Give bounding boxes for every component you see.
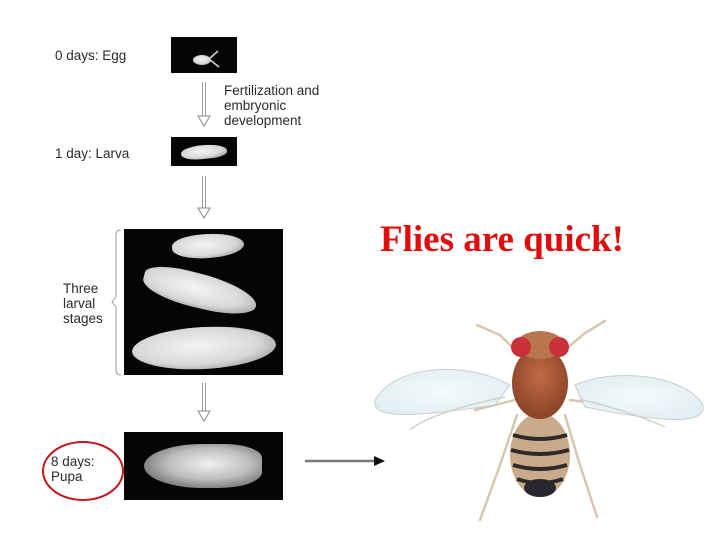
transition-note-line: development — [224, 113, 302, 128]
down-arrow-icon — [197, 383, 211, 422]
egg-shape — [193, 55, 211, 65]
bracket-icon — [111, 229, 122, 376]
adult-fruit-fly-photo — [374, 319, 704, 522]
stage-label-line: larval — [63, 296, 96, 311]
pupa-shape — [144, 444, 262, 488]
stage-label-larva: 1 day: Larva — [55, 146, 130, 161]
stage-label-line: 8 days: — [51, 454, 95, 469]
right-arrow-icon — [305, 456, 385, 466]
headline: Flies are quick! — [380, 219, 624, 260]
transition-note-line: Fertilization and — [224, 83, 320, 98]
transition-note: Fertilization and embryonic development — [224, 83, 319, 128]
pupa-photo — [124, 432, 283, 500]
down-arrow-icon — [197, 176, 211, 219]
egg-filaments — [208, 50, 220, 68]
down-arrow-icon — [197, 82, 211, 127]
stage-label-line: Three — [63, 281, 99, 296]
stage-label-pupa: 8 days: Pupa — [51, 454, 95, 484]
stage-label-egg: 0 days: Egg — [55, 48, 127, 63]
egg-photo — [171, 37, 237, 73]
transition-note-line: embryonic — [224, 98, 287, 113]
larva-third-instar — [130, 323, 278, 373]
stage-label-line: Pupa — [51, 469, 83, 484]
larva-first-instar — [171, 231, 245, 261]
highlight-circle — [42, 441, 124, 501]
stage-label-larval-stages: Three larval stages — [63, 281, 103, 326]
larval-stages-photo — [124, 229, 283, 375]
larva-second-instar — [139, 260, 261, 322]
stage-label-line: stages — [63, 311, 103, 326]
larva-shape — [180, 142, 228, 162]
larva-photo — [171, 137, 237, 166]
